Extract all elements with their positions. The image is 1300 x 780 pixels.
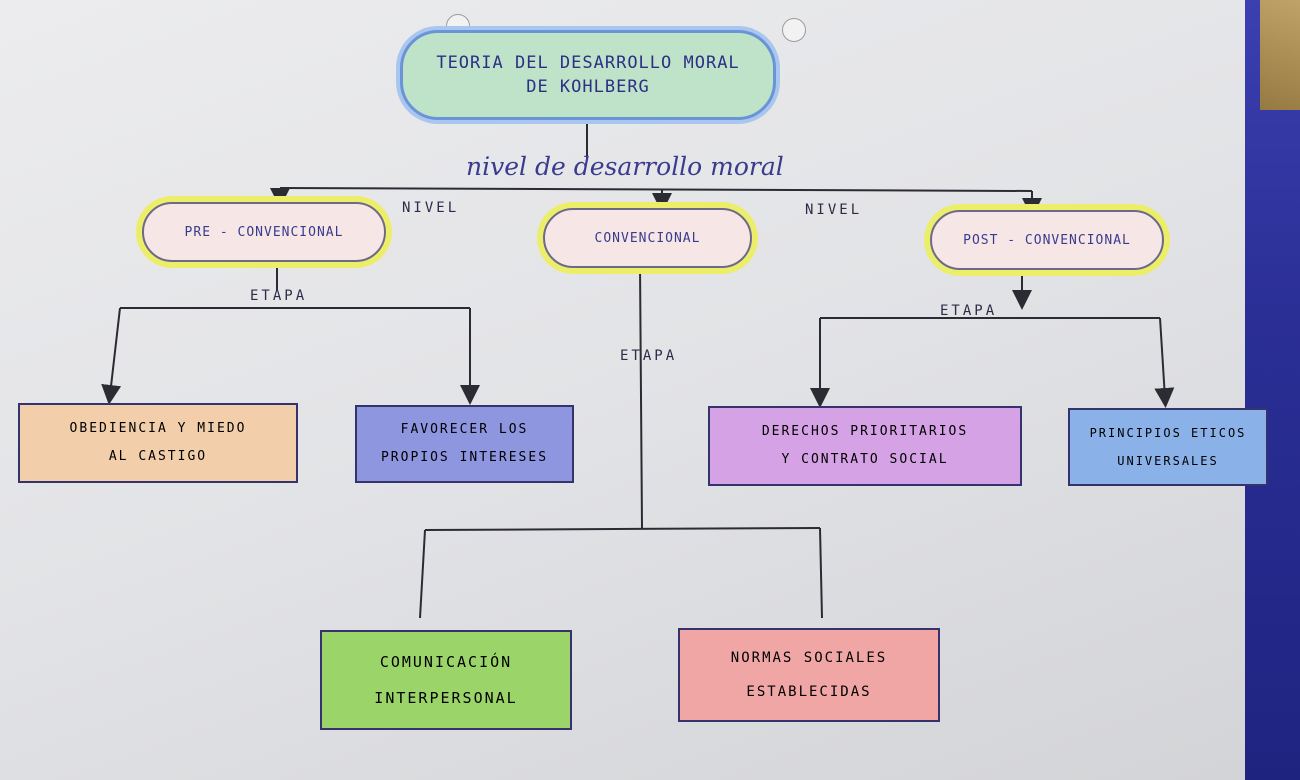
stage-favorecer: Favorecer los propios intereses (355, 405, 574, 483)
etapa-label-center: ETAPA (620, 348, 678, 364)
stage-2-line-2: propios intereses (380, 450, 549, 465)
paper-sheet (0, 0, 1245, 780)
binder-edge (1245, 0, 1300, 780)
title-cloud: Teoria del desarrollo moral de Kohlberg (400, 30, 776, 120)
stage-1-line-1: Obediencia y miedo (69, 421, 247, 436)
nivel-label-right: NIVEL (805, 202, 863, 218)
conv-bus (424, 527, 821, 531)
level-bus (279, 187, 1033, 192)
background-object (1260, 0, 1300, 110)
arrow-stage-6 (1154, 317, 1175, 408)
stage-5-line-1: Derechos prioritarios (761, 424, 969, 439)
level-conv-label: Convencional (594, 230, 701, 246)
punch-hole (782, 18, 806, 42)
stage-3-line-1: Comunicación (379, 653, 513, 671)
stage-obediencia: Obediencia y miedo al castigo (18, 403, 298, 483)
stage-3-line-2: Interpersonal (374, 689, 518, 707)
level-post-convencional: Post - convencional (930, 210, 1164, 270)
level-pre-convencional: Pre - convencional (142, 202, 386, 262)
stem-stage-4 (819, 527, 823, 619)
stage-6-line-1: Principios eticos (1089, 426, 1247, 440)
stage-4-line-2: establecidas (746, 684, 872, 700)
connector-lines (101, 116, 1175, 619)
arrow-stage-1 (101, 307, 122, 405)
stem-stage-3 (419, 529, 426, 619)
etapa-label-left: ETAPA (250, 288, 308, 304)
level-convencional: Convencional (543, 208, 752, 268)
etapa-label-right: ETAPA (940, 303, 998, 319)
level-pre-label: Pre - convencional (184, 224, 344, 240)
stage-1-line-2: al castigo (108, 449, 208, 464)
stage-principios: Principios eticos universales (1068, 408, 1268, 486)
subtitle: nivel de desarrollo moral (466, 152, 784, 181)
title-line-1: Teoria del desarrollo moral (436, 53, 740, 73)
stage-comunicacion: Comunicación Interpersonal (320, 630, 572, 730)
stage-4-line-1: Normas sociales (730, 650, 888, 666)
stage-normas: Normas sociales establecidas (678, 628, 940, 722)
nivel-label-left: NIVEL (402, 200, 460, 216)
stage-derechos: Derechos prioritarios y contrato social (708, 406, 1022, 486)
conv-stem (639, 265, 643, 529)
level-post-label: Post - convencional (963, 232, 1131, 248)
stage-5-line-2: y contrato social (781, 452, 949, 467)
stage-2-line-1: Favorecer los (400, 422, 529, 437)
stage-6-line-2: universales (1117, 454, 1219, 468)
title-line-2: de Kohlberg (526, 77, 650, 97)
